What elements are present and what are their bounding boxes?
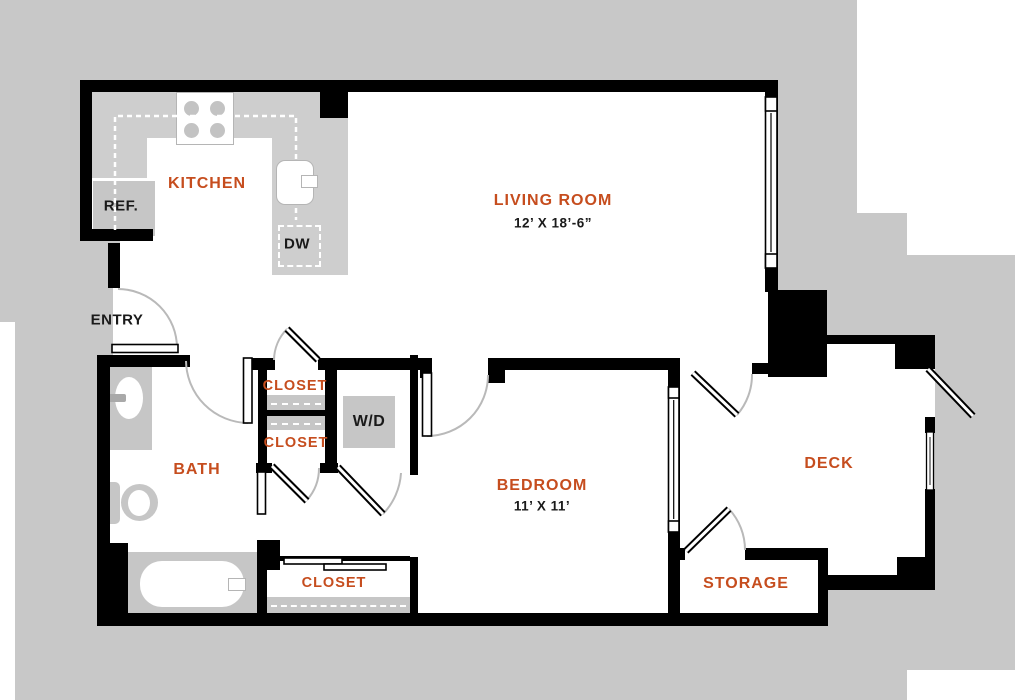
living-room-floor [348,92,777,240]
wall-segment [488,358,505,383]
wall-segment [410,355,418,475]
burner-icon [210,123,225,138]
dishwasher-label: DW [284,235,310,253]
wall-segment [768,290,827,377]
bedroom-label: BEDROOM [496,477,588,494]
wall-segment [108,243,120,288]
door-swing-arc [306,467,321,501]
bath-door-panel [242,357,253,424]
living-room-window [764,96,778,269]
toilet-bowl-inner [128,490,150,516]
closet-shelf [267,597,410,613]
wall-segment [97,613,828,626]
stove [176,92,234,145]
wall-segment [925,417,935,433]
storage-floor [680,548,828,620]
wall-segment [320,463,338,473]
living-room-label: LIVING ROOM [493,192,613,209]
door-swing-arc [426,374,489,437]
washer-dryer-box [343,396,395,448]
door-swing-arc [273,328,288,361]
wall-segment [668,548,685,560]
wall-segment [97,543,128,615]
closet-shelf [267,395,325,410]
bedroom-door-panel [421,372,433,437]
burner-icon [184,101,199,116]
wall-segment [80,80,778,92]
kitchen-label: KITCHEN [167,175,247,192]
bedroom-dimensions: 11’ X 11’ [513,498,571,514]
wall-segment [97,355,190,367]
door-swing-arc [728,508,747,551]
deck-label: DECK [804,455,854,472]
closet-upper-label: CLOSET [262,378,328,394]
wall-segment [818,548,828,625]
burner-icon [184,123,199,138]
wall-segment [320,85,348,118]
sliding-door-panel [323,563,387,571]
hallway-floor [120,240,777,358]
counter-dashed-line [113,114,298,230]
wall-segment [318,358,420,370]
bathtub-basin [140,561,244,607]
door-swing-arc [382,472,402,515]
wall-segment [280,556,410,561]
wall-segment [745,548,828,560]
entry-door-panel [111,343,179,354]
sliding-door-panel [283,557,343,565]
wall-segment [258,410,337,416]
living-room-dimensions: 12’ X 18’-6” [513,215,593,231]
bath-label: BATH [173,461,221,478]
door-leaves [269,326,976,554]
burner-icon [210,101,225,116]
wall-segment [897,557,935,590]
dishwasher-box [278,225,321,267]
wall-segment [827,335,935,344]
entry-label: ENTRY [90,311,144,329]
wall-segment [256,463,272,473]
door-swing-arc [117,288,178,349]
refrigerator-label: REF. [103,197,139,215]
wall-segment [752,363,771,374]
vanity-faucet-icon [108,394,126,402]
wall-segment [80,80,92,241]
deck-window [925,431,935,491]
kitchen-faucet [301,175,318,188]
deck-door-gap [925,368,935,418]
wall-segment [488,358,678,370]
closet-shelf [267,416,325,430]
closet-bedroom-label: CLOSET [301,575,367,591]
bathtub-faucet [228,578,246,591]
storage-label: STORAGE [703,575,789,592]
wall-segment [257,562,267,613]
outside-area [15,670,907,700]
wall-segment [80,229,153,241]
door-swing-arc [736,373,754,416]
wall-segment [895,343,935,369]
closet-door-panel [256,471,267,515]
closet-middle-label: CLOSET [263,435,329,451]
wall-segment [410,557,418,615]
bedroom-window [667,386,680,533]
wall-segment [925,489,935,590]
washer-dryer-label: W/D [352,413,386,430]
door-swing-arc [185,360,249,424]
